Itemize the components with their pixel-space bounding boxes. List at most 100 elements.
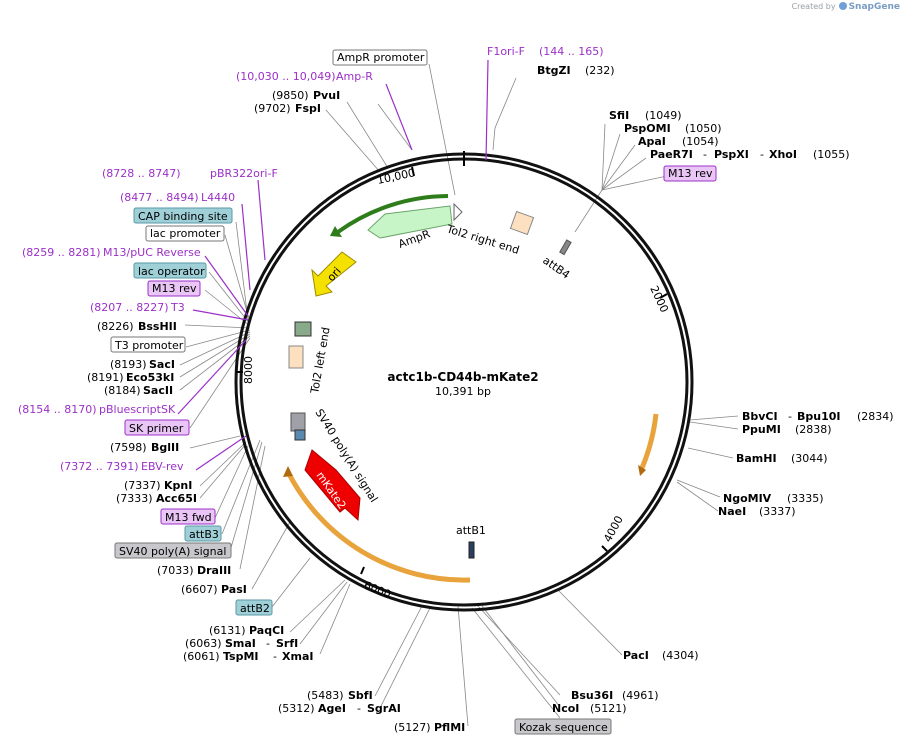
label-tspmi: TspMI <box>223 650 259 663</box>
sv40-polya-signal-box <box>114 542 232 559</box>
sep-dash-5: - <box>357 702 361 715</box>
label-saci-pos: (8193) <box>110 358 147 371</box>
label-bbvci: BbvCI <box>742 410 778 423</box>
label-pflmi-pos: (5127) <box>394 721 431 734</box>
label-kpni: KpnI <box>164 479 192 492</box>
label-ppumi-pos: (2838) <box>795 423 832 436</box>
sep-dash-2: - <box>760 148 764 161</box>
label-paci: PacI <box>623 649 649 662</box>
label-amp-r: Amp-R <box>336 70 373 83</box>
label-m13-rev-right: M13 rev <box>668 167 713 180</box>
label-pvui: PvuI <box>313 89 340 102</box>
label-pasi-pos: (6607) <box>181 583 218 596</box>
label-saci: SacI <box>149 358 175 371</box>
sep-dash-6: - <box>788 410 792 423</box>
label-pspomi: PspOMI <box>624 122 671 135</box>
primer-connectors <box>177 59 489 471</box>
label-sgrai: SgrAI <box>367 702 401 715</box>
tick-label-8000: 8000 <box>242 356 255 384</box>
credit-brand: SnapGene <box>848 2 900 12</box>
ampr-promoter-box <box>332 49 428 66</box>
sep-dash-3: - <box>266 637 270 650</box>
label-pvui-pos: (9850) <box>272 89 309 102</box>
ampr-orf-arrowhead <box>330 226 342 237</box>
label-btgzi: BtgZI <box>537 64 571 77</box>
label-l4440: L4440 <box>201 191 235 204</box>
snapgene-logo-icon <box>838 2 847 10</box>
scale-ticks <box>236 151 668 575</box>
cap-binding-site-box <box>133 207 233 224</box>
plasmid-length: 10,391 bp <box>435 385 491 398</box>
attb2-box <box>235 599 273 616</box>
label-eco53ki: Eco53kI <box>126 371 174 384</box>
label-sk-primer: SK primer <box>129 422 184 435</box>
attb3-box <box>184 525 222 542</box>
label-draiii: DraIII <box>197 564 231 577</box>
label-ampr-range: (10,030 .. 10,049) <box>236 70 336 83</box>
label-attb2: attB2 <box>240 602 270 615</box>
label-ncoi-pos: (5121) <box>590 702 627 715</box>
label-acc65i: Acc65I <box>156 492 197 505</box>
label-naei-pos: (3337) <box>759 505 796 518</box>
label-pasi: PasI <box>221 583 247 596</box>
label-fspi-pos: (9702) <box>254 102 291 115</box>
label-bsu36i: Bsu36I <box>571 689 613 702</box>
label-apai: ApaI <box>638 135 666 148</box>
label-ebv-rev: EBV-rev <box>141 460 184 473</box>
label-sacii-pos: (8184) <box>104 384 141 397</box>
sep-dash-1: - <box>703 148 707 161</box>
label-bpu10i: Bpu10I <box>797 410 841 423</box>
attb4-label: attB4 <box>540 254 572 282</box>
label-paqci-pos: (6131) <box>209 624 246 637</box>
ampr-feature-arrow <box>367 205 453 239</box>
label-pbsk-range: (8154 .. 8170) <box>18 403 97 416</box>
label-kozak-sequence: Kozak sequence <box>519 721 608 734</box>
plasmid-name: actc1b-CD44b-mKate2 <box>387 370 538 384</box>
label-pspxi: PspXI <box>714 148 749 161</box>
mkate2-feature-arrow <box>304 449 361 522</box>
label-bglii-pos: (7598) <box>110 441 147 454</box>
label-ngomiv: NgoMIV <box>723 492 772 505</box>
sv40-polya-box <box>290 412 306 432</box>
attb1-marker <box>468 541 475 559</box>
label-apai-pos: (1054) <box>682 135 719 148</box>
m13-fwd-box <box>160 508 216 525</box>
label-paci-pos: (4304) <box>662 649 699 662</box>
label-pflmi: PflMI <box>434 721 465 734</box>
label-pbr322-range: (8728 .. 8747) <box>102 167 181 180</box>
label-sbfi-pos: (5483) <box>307 689 344 702</box>
m13-rev-box-right <box>663 165 717 182</box>
label-acc65i-pos: (7333) <box>116 492 153 505</box>
label-smai-pos: (6063) <box>185 637 222 650</box>
orf-arc-bottom <box>285 470 471 583</box>
orf-arc-right <box>639 413 659 469</box>
label-bamhi-pos: (3044) <box>791 452 828 465</box>
tol2-left-end-label: Tol2 left end <box>308 326 333 395</box>
label-lac-operator: lac operator <box>138 265 205 278</box>
label-attb3: attB3 <box>189 528 219 541</box>
label-kpni-pos: (7337) <box>124 479 161 492</box>
label-cap-binding-site: CAP binding site <box>138 210 228 223</box>
label-xmai: XmaI <box>282 650 313 663</box>
label-f1ori: F1ori-F <box>487 45 525 58</box>
label-agei: AgeI <box>318 702 346 715</box>
credit-prefix: Created by <box>791 2 836 11</box>
label-ebv-range: (7372 .. 7391) <box>60 460 139 473</box>
attb4-box <box>559 239 572 256</box>
label-sbfi: SbfI <box>348 689 373 702</box>
label-bpu10i-pos: (2834) <box>857 410 894 423</box>
tol2-right-end-label: Tol2 right end <box>444 222 521 257</box>
orf-arc-right-arrowhead <box>638 465 646 476</box>
label-t3-range: (8207 .. 8227) <box>90 301 169 314</box>
label-l4440-range: (8477 .. 8494) <box>120 191 199 204</box>
sk-primer-box <box>124 419 190 436</box>
attb1-label: attB1 <box>456 524 486 537</box>
label-ppumi: PpuMI <box>742 423 781 436</box>
t3-promoter-box <box>110 336 186 353</box>
tol2-left-marker <box>294 321 312 337</box>
label-m13puc-range: (8259 .. 8281) <box>22 246 101 259</box>
label-bamhi: BamHI <box>736 452 777 465</box>
label-tspmi-pos: (6061) <box>183 650 220 663</box>
label-ncoi: NcoI <box>552 702 579 715</box>
